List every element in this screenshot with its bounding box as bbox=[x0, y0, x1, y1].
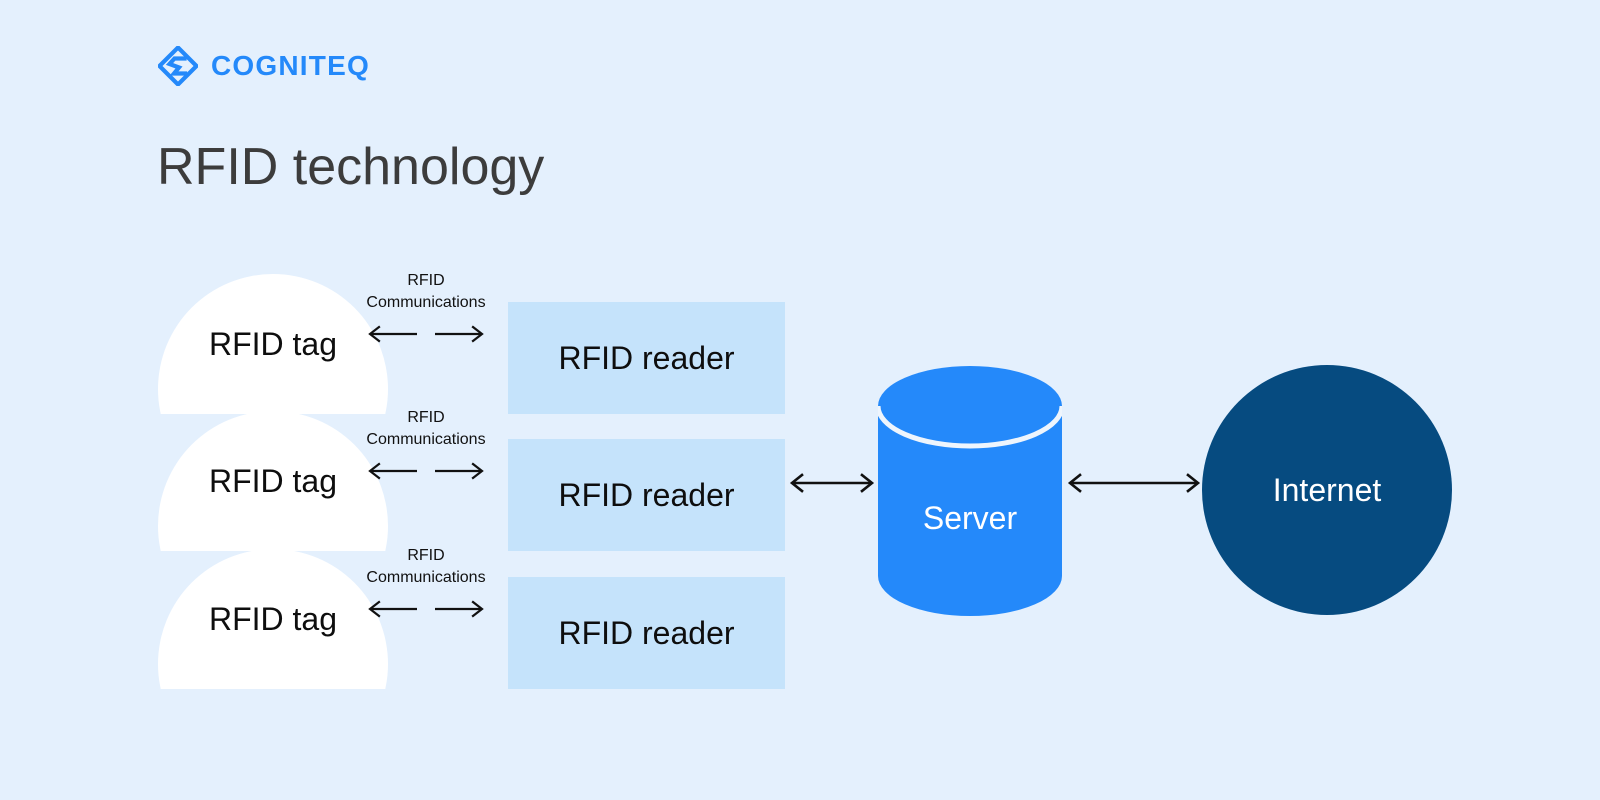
rfid-tag-2[interactable]: RFID tag bbox=[158, 411, 388, 551]
rfid-communications-arrows bbox=[352, 460, 500, 482]
server-node[interactable]: Server bbox=[878, 366, 1062, 616]
rfid-communications-label-line2: Communications bbox=[366, 430, 486, 448]
rfid-chain-row-3: RFID tag RFID Communications RFID reader bbox=[0, 547, 1600, 689]
connector-server-to-internet bbox=[1064, 471, 1204, 495]
cogniteq-diamond-logo-icon bbox=[158, 46, 198, 86]
brand-name: COGNITEQ bbox=[211, 50, 370, 81]
rfid-reader-label: RFID reader bbox=[558, 339, 735, 376]
rfid-reader-3[interactable]: RFID reader bbox=[508, 577, 785, 689]
arrow-left-icon bbox=[368, 325, 417, 343]
connector-reader-to-server bbox=[786, 471, 878, 495]
rfid-communications-label-line1: RFID bbox=[407, 272, 445, 289]
rfid-communications-label-line1: RFID bbox=[407, 547, 445, 564]
arrow-right-icon bbox=[435, 600, 484, 618]
rfid-communications-2: RFID Communications bbox=[352, 407, 500, 482]
arrow-left-icon bbox=[368, 462, 417, 480]
internet-label: Internet bbox=[1272, 471, 1382, 508]
rfid-reader-label: RFID reader bbox=[558, 614, 735, 651]
rfid-communications-3: RFID Communications bbox=[352, 545, 500, 620]
double-arrow-icon bbox=[789, 473, 875, 493]
rfid-communications-arrows bbox=[352, 598, 500, 620]
arrow-right-icon bbox=[435, 325, 484, 343]
rfid-communications-label-line1: RFID bbox=[407, 409, 445, 426]
rfid-reader-label: RFID reader bbox=[558, 476, 735, 513]
rfid-communications-label-line2: Communications bbox=[366, 293, 486, 311]
rfid-chain-row-2: RFID tag RFID Communications RFID reader bbox=[0, 409, 1600, 551]
rfid-reader-2[interactable]: RFID reader bbox=[508, 439, 785, 551]
rfid-tag-3[interactable]: RFID tag bbox=[158, 549, 388, 689]
double-arrow-icon bbox=[1067, 473, 1201, 493]
page-title: RFID technology bbox=[157, 138, 545, 196]
internet-node[interactable]: Internet bbox=[1202, 365, 1452, 615]
rfid-chain-row-1: RFID tag RFID Communications RFID reader bbox=[0, 272, 1600, 414]
database-cylinder-icon bbox=[878, 366, 1062, 616]
brand-logo[interactable]: COGNITEQ bbox=[158, 46, 370, 86]
rfid-tag-1[interactable]: RFID tag bbox=[158, 274, 388, 414]
rfid-communications-label-line2: Communications bbox=[366, 568, 486, 586]
rfid-tag-label: RFID tag bbox=[208, 462, 338, 499]
rfid-reader-1[interactable]: RFID reader bbox=[508, 302, 785, 414]
rfid-communications-1: RFID Communications bbox=[352, 270, 500, 345]
arrow-left-icon bbox=[368, 600, 417, 618]
rfid-communications-arrows bbox=[352, 323, 500, 345]
rfid-tag-label: RFID tag bbox=[208, 325, 338, 362]
arrow-right-icon bbox=[435, 462, 484, 480]
rfid-tag-label: RFID tag bbox=[208, 600, 338, 637]
server-label: Server bbox=[922, 499, 1018, 536]
